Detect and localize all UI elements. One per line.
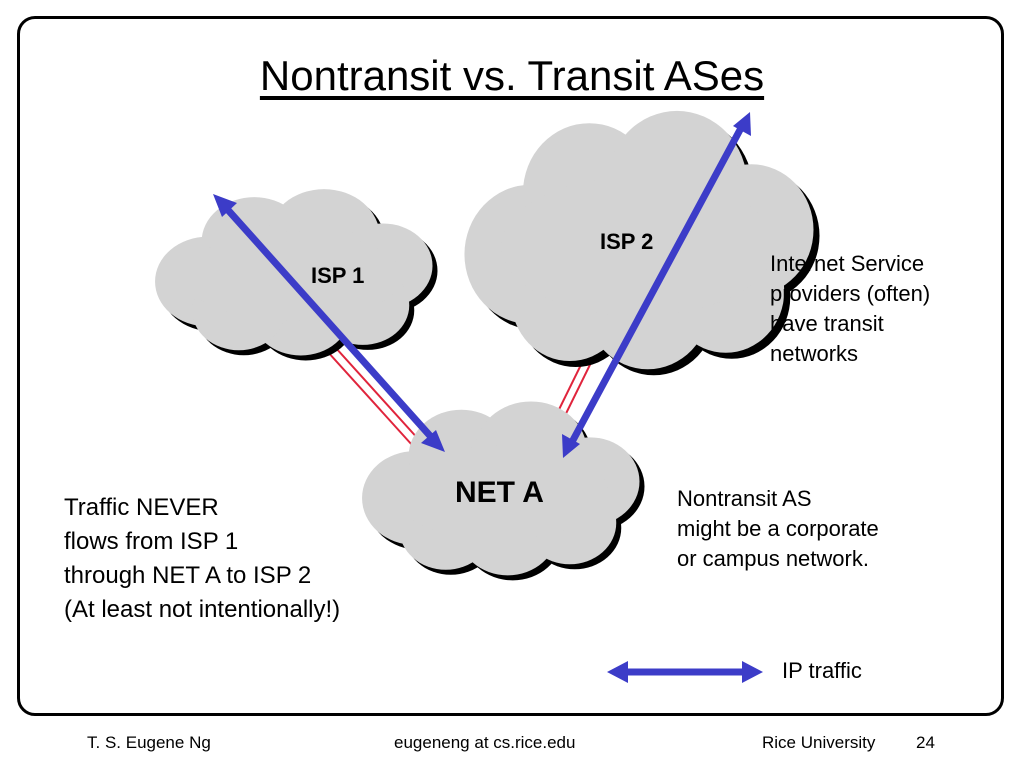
cloud-isp1 xyxy=(155,189,438,361)
traffic-note-line: (At least not intentionally!) xyxy=(64,596,341,623)
legend-label: IP traffic xyxy=(782,658,862,683)
nontransit-note-line: might be a corporate xyxy=(677,516,879,541)
transit-note-line: have transit xyxy=(770,311,884,336)
traffic-arrow-isp2 xyxy=(562,112,751,458)
transit-note-line: networks xyxy=(770,341,859,366)
traffic-note-line: Traffic NEVER xyxy=(64,494,219,521)
net-a-label: NET A xyxy=(455,476,544,509)
isp1-label: ISP 1 xyxy=(311,263,365,288)
footer-org: Rice University xyxy=(762,733,876,752)
transit-note-line: Internet Service xyxy=(770,251,925,276)
footer-page-number: 24 xyxy=(916,733,935,752)
traffic-note-line: flows from ISP 1 xyxy=(64,528,239,555)
traffic-note-line: through NET A to ISP 2 xyxy=(64,562,312,589)
isp2-label: ISP 2 xyxy=(600,229,654,254)
transit-note: Internet Service providers (often) have … xyxy=(770,249,930,369)
nontransit-note: Nontransit AS might be a corporate or ca… xyxy=(677,484,879,574)
traffic-note: Traffic NEVER flows from ISP 1 through N… xyxy=(64,491,340,627)
footer-author: T. S. Eugene Ng xyxy=(87,733,211,752)
transit-note-line: providers (often) xyxy=(770,281,931,306)
slide-frame xyxy=(17,16,1004,716)
slide-title: Nontransit vs. Transit ASes xyxy=(259,52,765,99)
nontransit-note-line: or campus network. xyxy=(677,546,869,571)
footer-email: eugeneng at cs.rice.edu xyxy=(394,733,576,752)
legend-arrow xyxy=(607,661,763,683)
nontransit-note-line: Nontransit AS xyxy=(677,486,812,511)
traffic-arrow-isp1 xyxy=(213,194,445,452)
